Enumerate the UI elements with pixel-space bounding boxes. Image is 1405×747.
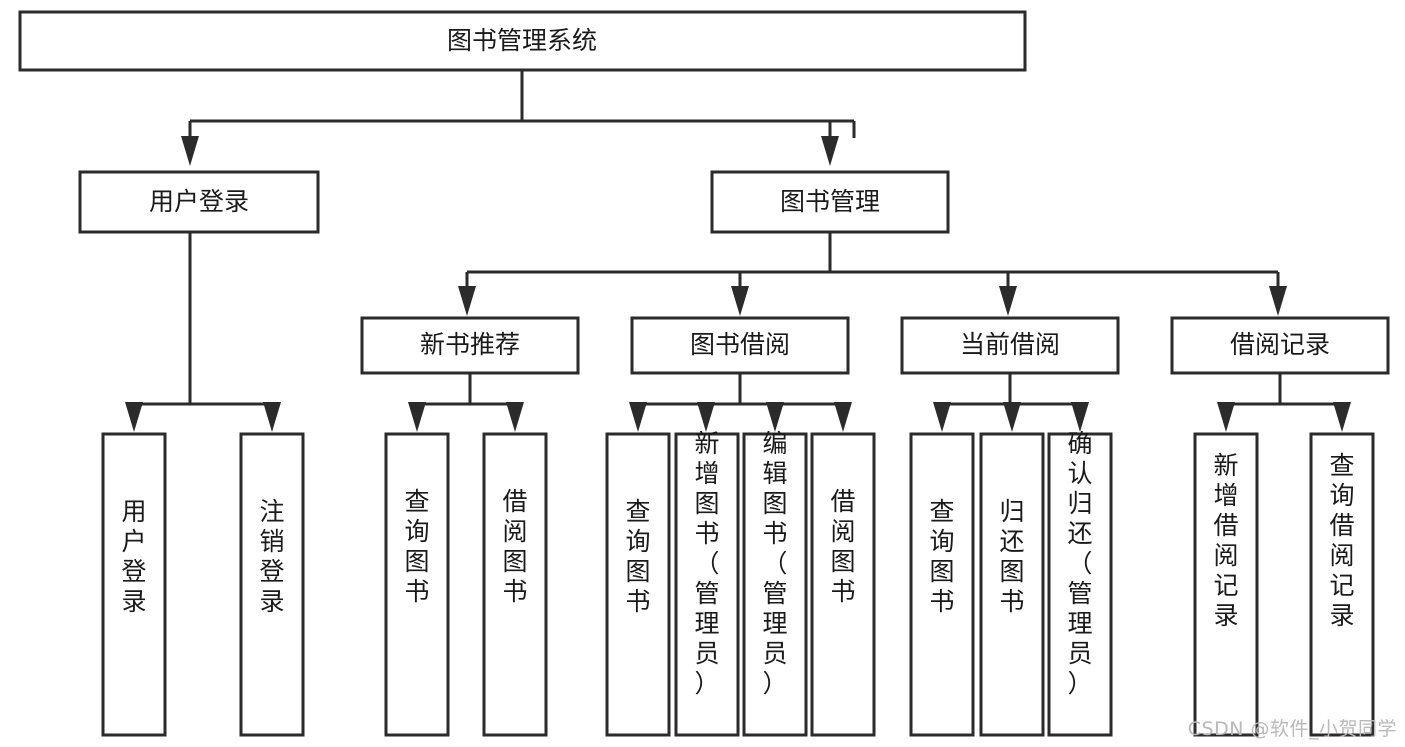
node-borrow-record[interactable]: 借阅记录	[1170, 316, 1390, 375]
arrow-head-icon	[697, 402, 715, 432]
csdn-watermark: CSDN @软件_小贺同学	[1187, 718, 1397, 740]
leaf-user-login-signout-label: 注销登录	[259, 497, 284, 616]
arrow-head-icon	[458, 286, 476, 316]
node-root-system[interactable]: 图书管理系统	[18, 10, 1027, 72]
leaf-current-borrow-return-label: 归还图书	[999, 497, 1024, 616]
leaf-current-borrow-query[interactable]: 查询图书	[909, 432, 975, 737]
connector-currentborrow-to-leaves	[933, 373, 1089, 432]
leaf-book-borrow-add[interactable]: 新增图书（管理员）	[674, 429, 740, 737]
leaf-borrow-record-add-label: 新增借阅记录	[1213, 451, 1238, 630]
leaf-borrow-record-query[interactable]: 查询借阅记录	[1309, 432, 1375, 737]
arrow-head-icon	[506, 402, 524, 432]
leaf-book-borrow-edit[interactable]: 编辑图书（管理员）	[742, 429, 808, 737]
arrow-head-icon	[999, 286, 1017, 316]
node-user-login-label: 用户登录	[149, 187, 249, 216]
connector-root-to-level2	[181, 70, 856, 166]
leaf-user-login-signout[interactable]: 注销登录	[239, 432, 305, 737]
node-current-borrow-label: 当前借阅	[960, 330, 1060, 359]
connector-bookborrow-to-leaves	[629, 373, 852, 432]
node-user-login[interactable]: 用户登录	[78, 170, 320, 234]
leaf-book-borrow-query[interactable]: 查询图书	[605, 432, 671, 737]
arrow-head-icon	[766, 402, 784, 432]
arrow-head-icon	[731, 286, 749, 316]
leaf-book-borrow-lend[interactable]: 借阅图书	[810, 432, 876, 737]
leaf-new-book-borrow-label: 借阅图书	[502, 487, 527, 606]
leaf-current-borrow-query-label: 查询图书	[929, 497, 954, 616]
node-new-book-recommend[interactable]: 新书推荐	[360, 316, 580, 375]
connector-bookmgmt-to-level3	[458, 232, 1287, 316]
arrow-head-icon	[933, 402, 951, 432]
leaf-new-book-borrow[interactable]: 借阅图书	[482, 432, 548, 737]
connector-userlogin-to-leaves	[125, 232, 281, 432]
arrow-head-icon	[263, 402, 281, 432]
connector-borrowrecord-to-leaves	[1217, 373, 1351, 432]
arrow-head-icon	[125, 402, 143, 432]
leaf-book-borrow-query-label: 查询图书	[625, 497, 650, 616]
leaf-current-borrow-return[interactable]: 归还图书	[979, 432, 1045, 737]
arrow-head-icon	[821, 136, 839, 166]
node-book-management[interactable]: 图书管理	[710, 170, 950, 234]
node-book-borrow-label: 图书借阅	[690, 330, 790, 359]
arrow-head-icon	[408, 402, 426, 432]
arrow-head-icon	[1217, 402, 1235, 432]
node-root-system-label: 图书管理系统	[447, 26, 597, 55]
leaf-new-book-query-label: 查询图书	[404, 487, 429, 606]
arrow-head-icon	[181, 136, 199, 166]
arrow-head-icon	[1003, 402, 1021, 432]
arrow-head-icon	[629, 402, 647, 432]
leaf-new-book-query[interactable]: 查询图书	[384, 432, 450, 737]
arrow-head-icon	[1269, 286, 1287, 316]
leaf-book-borrow-add-label: 新增图书（管理员）	[694, 429, 719, 698]
leaf-user-login-signin-label: 用户登录	[121, 497, 146, 616]
node-current-borrow[interactable]: 当前借阅	[900, 316, 1120, 375]
arrow-head-icon	[834, 402, 852, 432]
arrow-head-icon	[1071, 402, 1089, 432]
node-book-management-label: 图书管理	[780, 187, 880, 216]
node-new-book-recommend-label: 新书推荐	[420, 330, 520, 359]
leaf-current-borrow-confirm[interactable]: 确认归还（管理员）	[1047, 429, 1113, 737]
leaf-book-borrow-lend-label: 借阅图书	[830, 487, 855, 606]
leaf-current-borrow-confirm-label: 确认归还（管理员）	[1067, 429, 1092, 698]
leaf-borrow-record-add[interactable]: 新增借阅记录	[1193, 432, 1259, 737]
node-book-borrow[interactable]: 图书借阅	[630, 316, 850, 375]
arrow-head-icon	[1333, 402, 1351, 432]
leaf-user-login-signin[interactable]: 用户登录	[101, 432, 167, 737]
leaf-book-borrow-edit-label: 编辑图书（管理员）	[762, 429, 787, 698]
leaf-borrow-record-query-label: 查询借阅记录	[1329, 451, 1354, 630]
node-borrow-record-label: 借阅记录	[1230, 330, 1330, 359]
connector-newbook-to-leaves	[408, 373, 524, 432]
